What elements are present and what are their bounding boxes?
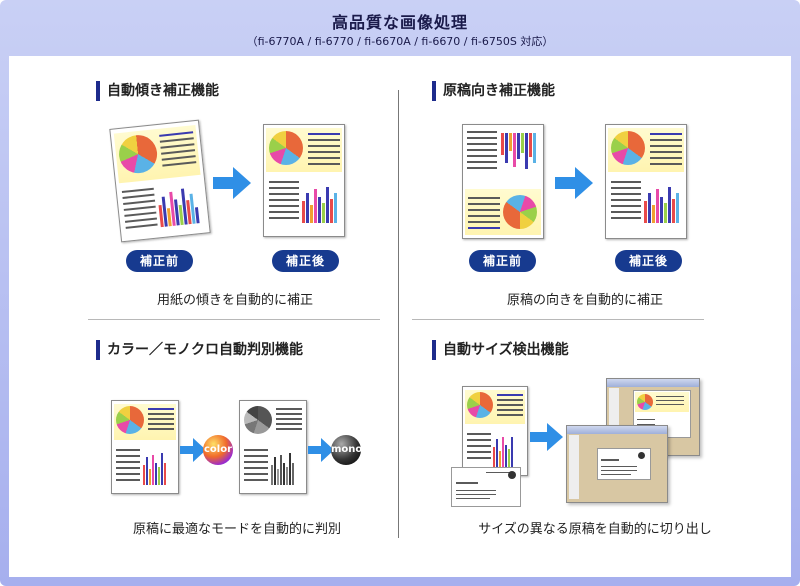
- page-subtitle: （fi-6770A / fi-6770 / fi-6670A / fi-6670…: [246, 35, 554, 48]
- pie-chart-icon: [269, 131, 303, 165]
- after-label: 補正後: [615, 250, 683, 272]
- document-a4: [462, 386, 528, 476]
- document-upside-down: [462, 124, 544, 239]
- page-title: 高品質な画像処理: [331, 13, 468, 32]
- before-label: 補正前: [126, 250, 194, 272]
- section-title-size-detection: 自動サイズ検出機能: [432, 340, 569, 360]
- mono-mode-badge: mono: [331, 435, 362, 465]
- pie-chart-icon: [503, 195, 537, 229]
- caption-orientation: 原稿の向きを自動的に補正: [506, 293, 663, 308]
- arrow-right-icon: [530, 423, 563, 451]
- color-mode-badge: color: [203, 435, 233, 465]
- bar-chart-icon: [157, 183, 200, 228]
- document-skewed: [109, 119, 211, 243]
- pie-chart-icon: [467, 392, 493, 418]
- section-title-skew: 自動傾き補正機能: [96, 81, 219, 101]
- bar-chart-icon: [644, 183, 679, 223]
- document-mono: [239, 400, 307, 494]
- section-title-orientation: 原稿向き補正機能: [432, 81, 555, 101]
- bar-chart-icon: [501, 133, 536, 173]
- horizontal-divider-right: [412, 319, 704, 320]
- before-label: 補正前: [469, 250, 537, 272]
- pie-chart-icon: [637, 394, 653, 410]
- after-label: 補正後: [272, 250, 340, 272]
- arrow-right-icon: [555, 167, 593, 199]
- arrow-right-icon: [213, 167, 251, 199]
- bar-chart-icon: [143, 451, 166, 485]
- arrow-right-icon: [308, 438, 334, 462]
- caption-skew: 用紙の傾きを自動的に補正: [156, 293, 313, 308]
- pie-chart-icon: [244, 406, 272, 434]
- pie-chart-icon: [611, 131, 645, 165]
- caption-color-mono: 原稿に最適なモードを自動的に判別: [132, 522, 341, 537]
- document-corrected: [605, 124, 687, 239]
- bar-chart-icon: [271, 451, 294, 485]
- horizontal-divider-left: [88, 319, 380, 320]
- business-card: [451, 467, 521, 507]
- bar-chart-icon: [302, 183, 337, 223]
- section-title-color-mono: カラー／モノクロ自動判別機能: [96, 340, 303, 360]
- pie-chart-icon: [116, 406, 144, 434]
- bar-chart-icon: [493, 435, 513, 467]
- scan-window-card: [566, 425, 668, 503]
- header: 高品質な画像処理 （fi-6770A / fi-6770 / fi-6670A …: [0, 0, 800, 56]
- arrow-right-icon: [180, 438, 206, 462]
- vertical-divider: [398, 90, 399, 538]
- caption-size-detection: サイズの異なる原稿を自動的に切り出し: [478, 522, 712, 537]
- document-corrected: [263, 124, 345, 237]
- document-color: [111, 400, 179, 494]
